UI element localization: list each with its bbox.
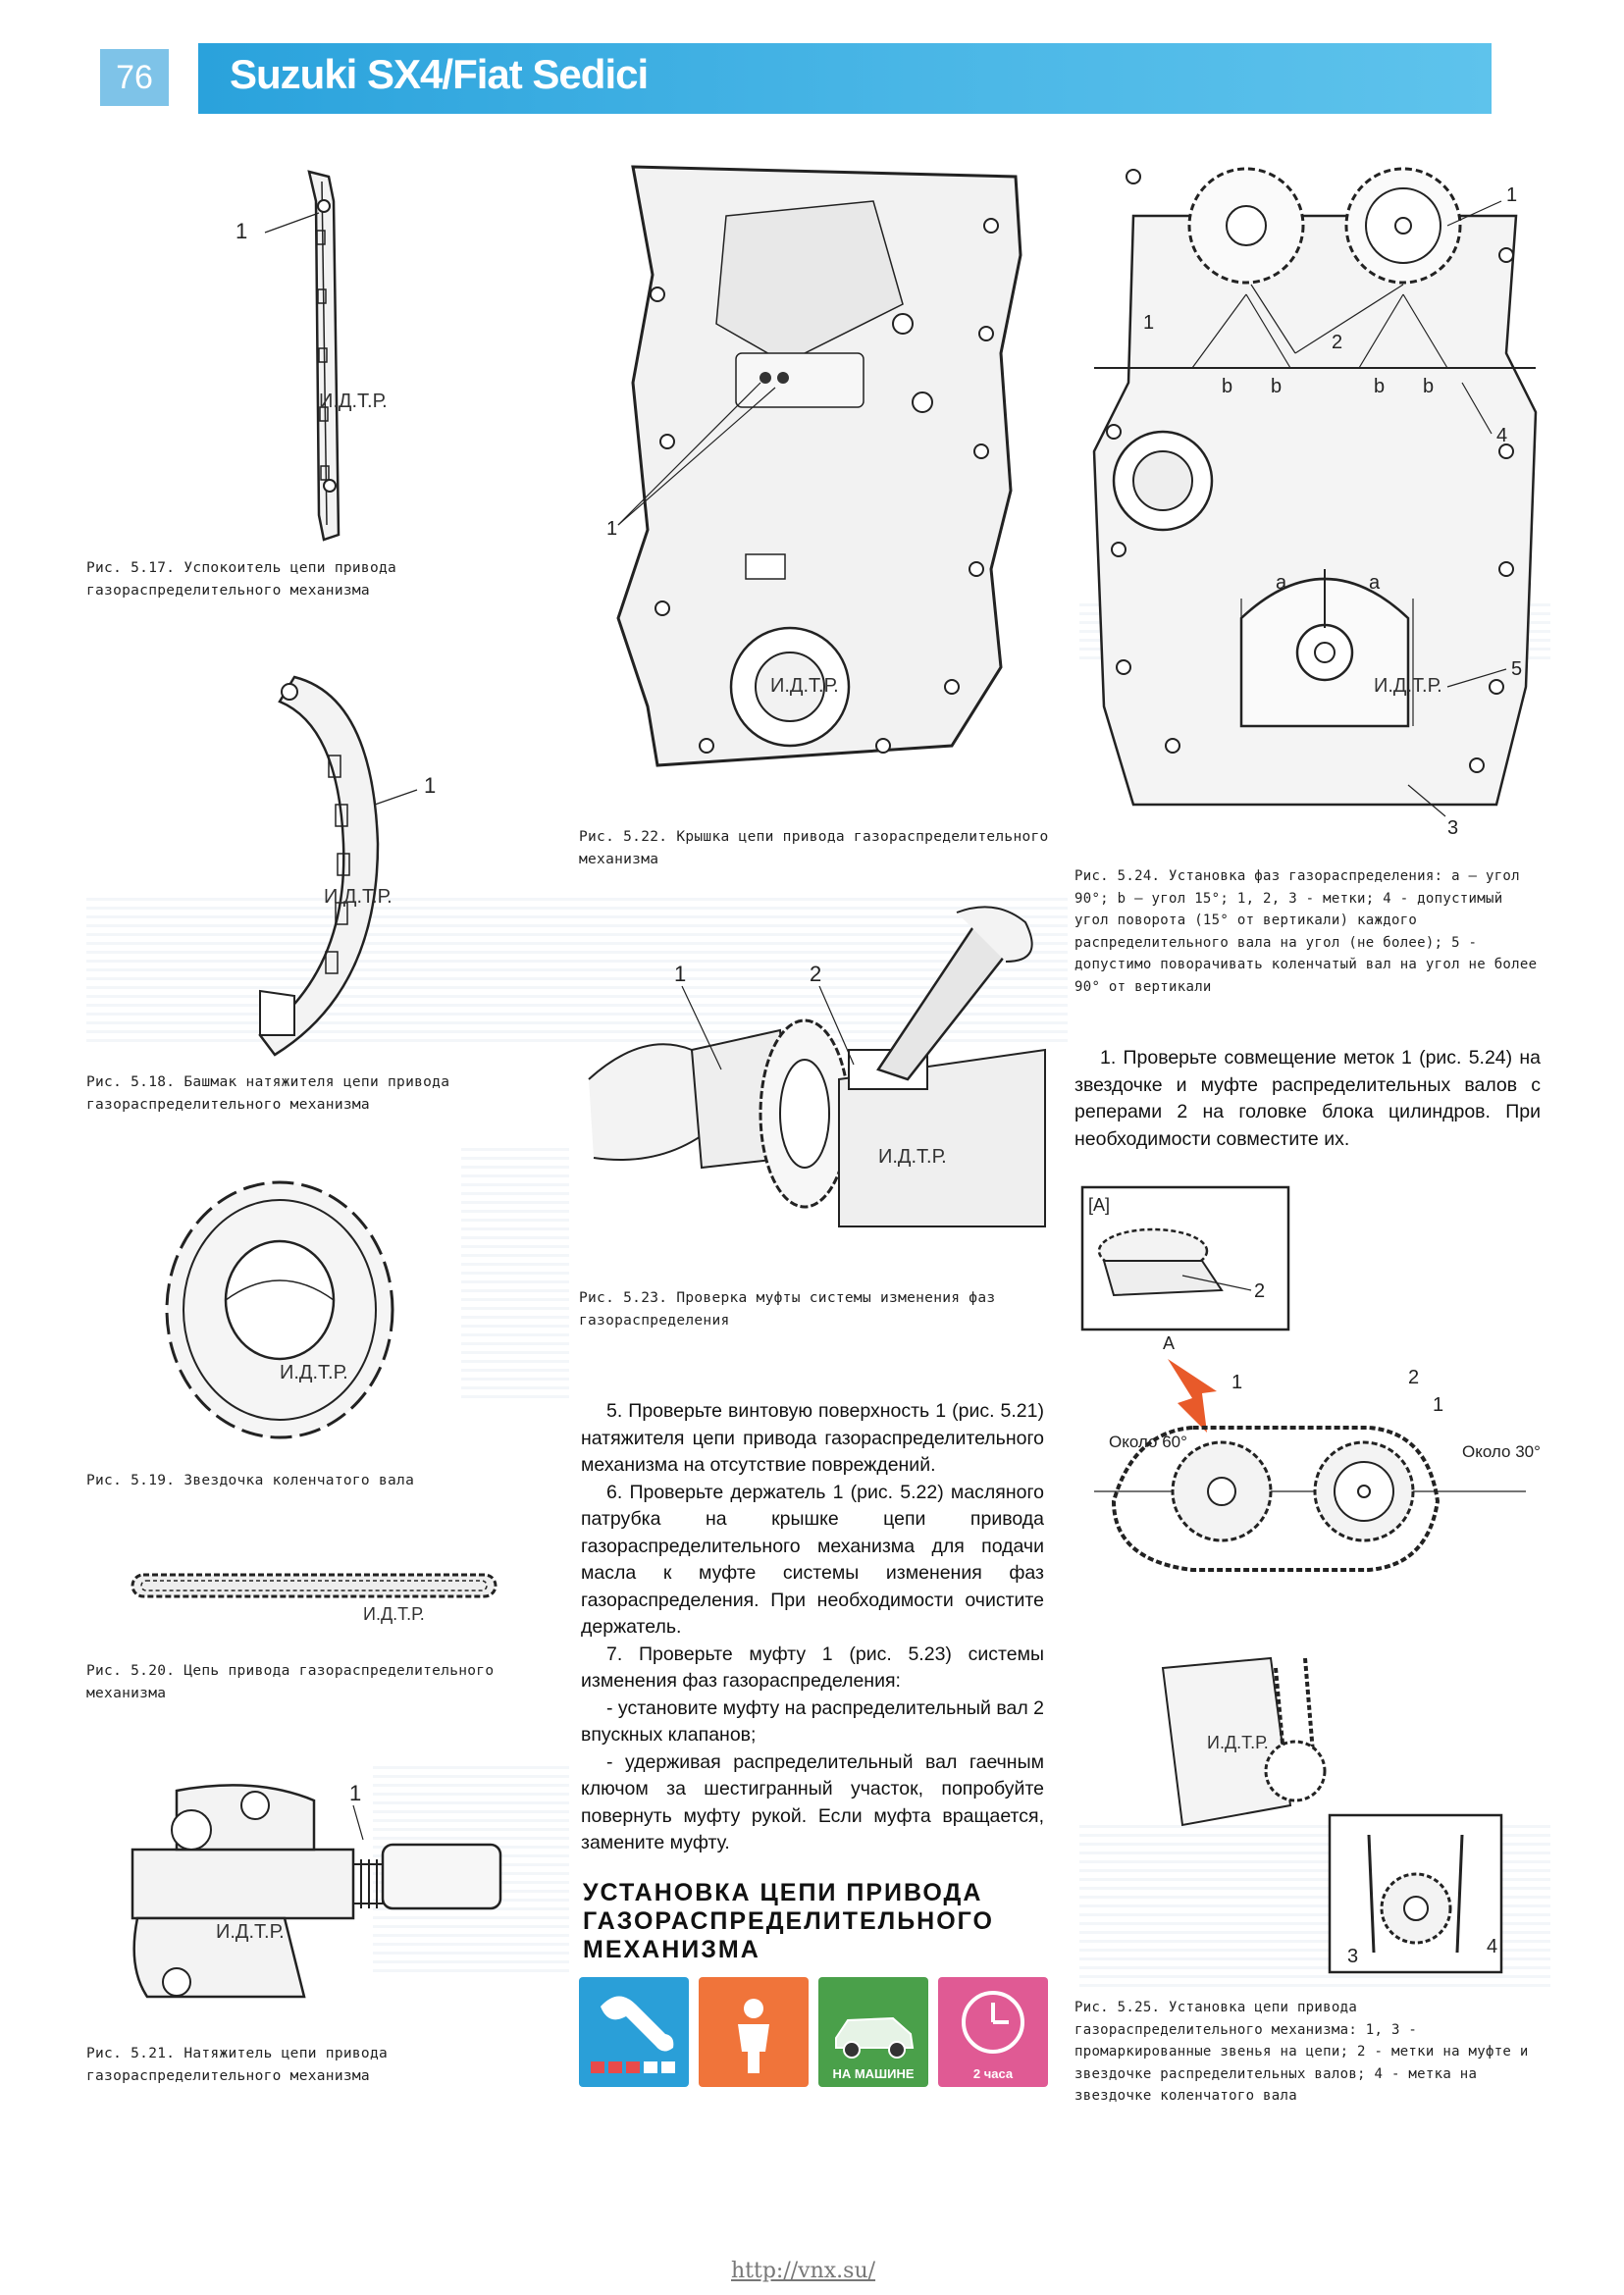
caption-fig-5-20: Рис. 5.20. Цепь привода газораспределите… [86,1663,495,1701]
figure-chain-damper: 1 И.Д.Т.Р. [226,162,393,545]
caption-fig-5-25: Рис. 5.25. Установка цепи привода газора… [1074,2000,1529,2104]
callout-2: 2 [1332,332,1342,353]
callout-4: 4 [1487,1936,1497,1957]
body-text-right: 1. Проверьте совмещение меток 1 (рис. 5.… [1074,1045,1541,1153]
watermark: И.Д.Т.Р. [1374,675,1442,697]
step-7-b: - удерживая распределительный вал гаечны… [581,1750,1044,1854]
callout-1: 1 [674,962,686,986]
angle-left-label: Около 60° [1109,1433,1187,1451]
callout-2: 2 [1408,1367,1419,1388]
callout-1: 1 [1506,184,1517,206]
body-text-column: 5. Проверьте винтовую поверхность 1 (рис… [581,1398,1044,1857]
callout-4: 4 [1496,425,1507,446]
inset-label: [A] [1088,1195,1110,1215]
angle-label-b: b [1222,376,1232,397]
step-1: 1. Проверьте совмещение меток 1 (рис. 5.… [1074,1047,1541,1150]
badge-location-label: НА МАШИНЕ [832,2066,915,2081]
watermark: И.Д.Т.Р. [280,1362,348,1383]
step-6: 6. Проверьте держатель 1 (рис. 5.22) мас… [581,1481,1044,1639]
angle-label-b: b [1271,376,1282,397]
footer-url[interactable]: http://vnx.su/ [731,2259,876,2283]
caption-fig-5-21: Рис. 5.21. Натяжитель цепи привода газор… [86,2046,389,2084]
figure-chain-cover: 1 И.Д.Т.Р. [579,157,1040,785]
callout-3: 3 [1347,1946,1358,1967]
section-title: УСТАНОВКА ЦЕПИ ПРИВОДА ГАЗОРАСПРЕДЕЛИТЕЛ… [583,1879,994,1963]
callout-1: 1 [1143,312,1154,334]
angle-label-b: b [1423,376,1434,397]
figure-tensioner-shoe: 1 И.Д.Т.Р. [236,667,451,1060]
step-7: 7. Проверьте муфту 1 (рис. 5.23) системы… [581,1643,1044,1693]
callout-1: 1 [606,518,617,540]
angle-label-a: a [1369,572,1381,594]
caption-fig-5-17: Рис. 5.17. Успокоитель цепи привода газо… [86,560,397,599]
callout-1: 1 [236,219,247,243]
header-title: Suzuki SX4/Fiat Sedici [230,51,649,97]
wrench-icon [591,1996,675,2073]
watermark: И.Д.Т.Р. [878,1146,947,1168]
bleed-through-text [461,1148,569,1403]
caption-fig-5-19: Рис. 5.19. Звездочка коленчатого вала [86,1473,415,1488]
page-number: 76 [100,49,169,106]
watermark: И.Д.Т.Р. [319,391,388,412]
callout-1: 1 [1231,1372,1242,1393]
angle-label-a: a [1276,572,1287,594]
step-5: 5. Проверьте винтовую поверхность 1 (рис… [581,1400,1044,1476]
callout-1: 1 [349,1781,361,1805]
figure-crankshaft-sprocket: И.Д.Т.Р. [157,1163,402,1452]
angle-right-label: Около 30° [1462,1442,1541,1461]
callout-1: 1 [1433,1394,1443,1416]
badge-time: 2 часа [938,1977,1048,2087]
bleed-through-text [86,898,1068,1045]
car-icon [835,2016,915,2059]
caption-fig-5-23: Рис. 5.23. Проверка муфты системы измене… [579,1290,996,1329]
pointer-arrow-icon [1168,1359,1217,1433]
caption-fig-5-22: Рис. 5.22. Крышка цепи привода газораспр… [579,829,1049,867]
caption-fig-5-24: Рис. 5.24. Установка фаз газораспределен… [1074,868,1538,995]
watermark: И.Д.Т.Р. [1207,1733,1269,1752]
callout-5: 5 [1511,658,1522,680]
badge-persons [699,1977,809,2087]
callout-1: 1 [424,773,436,798]
badge-location: НА МАШИНЕ [818,1977,928,2087]
figure-chain-tensioner: 1 И.Д.Т.Р. [118,1771,530,2011]
arrow-label-a: A [1163,1333,1175,1353]
header-banner [198,43,1492,114]
step-7-a: - установите муфту на распределительный … [581,1696,1044,1747]
angle-label-b: b [1374,376,1385,397]
clock-icon [962,1991,1024,2054]
person-icon [738,1999,769,2073]
callout-3: 3 [1447,817,1458,839]
watermark: И.Д.Т.Р. [324,886,393,908]
figure-chain-installation: [A] 2 A Около 60° Около 30° 1 2 1 3 4 И.… [1074,1177,1545,1982]
badge-tools [579,1977,689,2087]
watermark: И.Д.Т.Р. [770,675,839,697]
badge-time-label: 2 часа [972,2066,1014,2081]
callout-2: 2 [1254,1280,1265,1302]
figure-vvt-clutch-check: 1 2 И.Д.Т.Р. [584,903,1055,1285]
figure-timing-setup: b b b b a a 1 1 2 4 5 3 И.Д.Т.Р. [1074,157,1545,844]
caption-fig-5-18: Рис. 5.18. Башмак натяжителя цепи привод… [86,1074,450,1113]
watermark: И.Д.Т.Р. [216,1921,285,1943]
watermark: И.Д.Т.Р. [363,1604,425,1624]
callout-2: 2 [810,962,821,986]
figure-timing-chain: И.Д.Т.Р. [128,1565,500,1624]
